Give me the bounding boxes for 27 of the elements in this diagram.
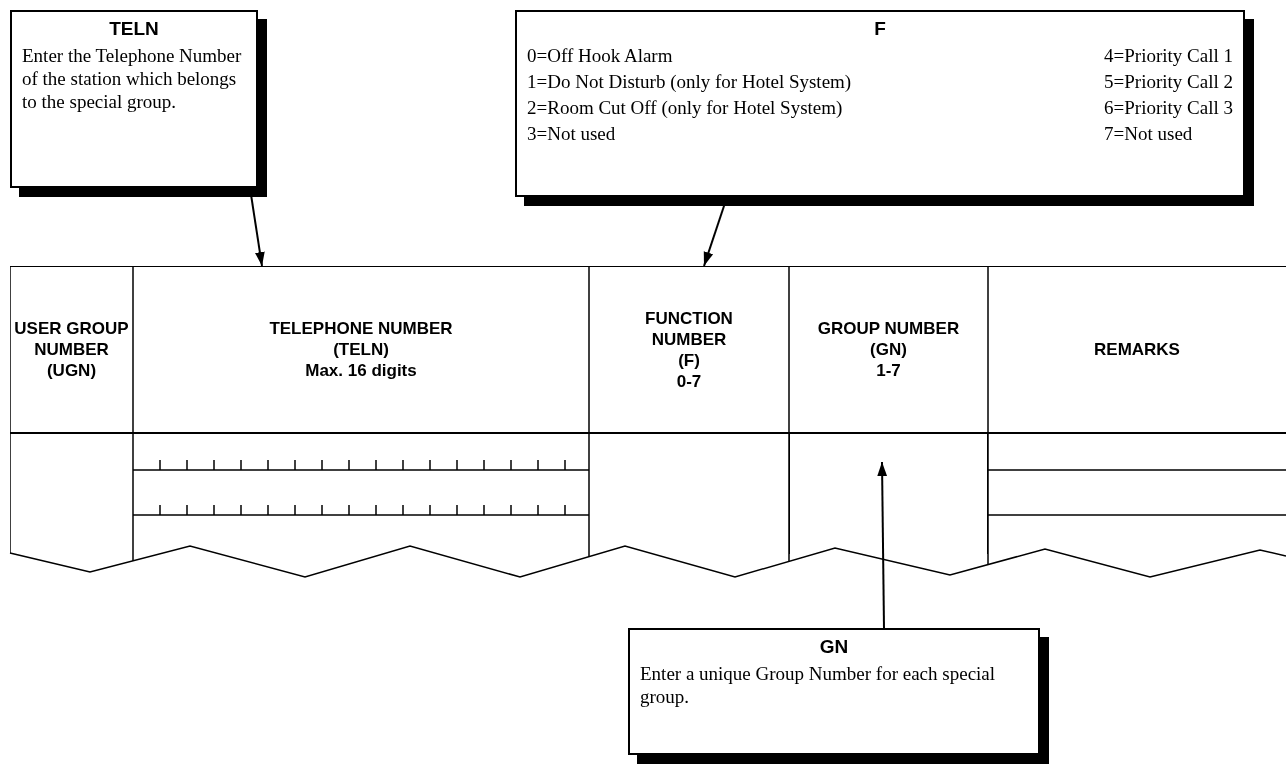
column-heading: 0-7 (676, 370, 702, 392)
column-heading: (GN) (870, 339, 907, 360)
list-item: 4=Priority Call 1 (1104, 44, 1233, 67)
list-item: 6=Priority Call 3 (1104, 96, 1233, 119)
callout-heading: F (873, 18, 887, 40)
list-item: 1=Do Not Disturb (only for Hotel System) (527, 70, 852, 93)
column-heading: REMARKS (1094, 339, 1180, 360)
callout-heading: GN (818, 636, 850, 658)
callout-heading: TELN (108, 18, 160, 40)
column-heading: Max. 16 digits (305, 360, 417, 381)
column-heading: GROUP NUMBER (817, 318, 960, 339)
callout-text: Enter the Telephone Number of the station which belongs to the special group. (22, 44, 243, 113)
column-heading: FUNCTION NUMBER (644, 307, 734, 350)
column-heading: 1-7 (876, 360, 901, 381)
callout-text: Enter a unique Group Number for each special group. (640, 662, 997, 708)
column-heading: TELEPHONE NUMBER (269, 318, 453, 339)
column-heading: (TELN) (333, 339, 389, 360)
column-heading: (UGN) (46, 360, 97, 381)
column-heading: (F) (678, 349, 700, 371)
list-item: 5=Priority Call 2 (1104, 70, 1233, 93)
list-item: 3=Not used (527, 122, 617, 145)
arrow (877, 461, 888, 629)
list-item: 2=Room Cut Off (only for Hotel System) (527, 96, 844, 119)
entry-cell (789, 434, 988, 554)
column-heading: USER GROUP NUMBER (13, 318, 130, 360)
list-item: 0=Off Hook Alarm (527, 44, 674, 67)
list-item: 7=Not used (1104, 122, 1194, 145)
